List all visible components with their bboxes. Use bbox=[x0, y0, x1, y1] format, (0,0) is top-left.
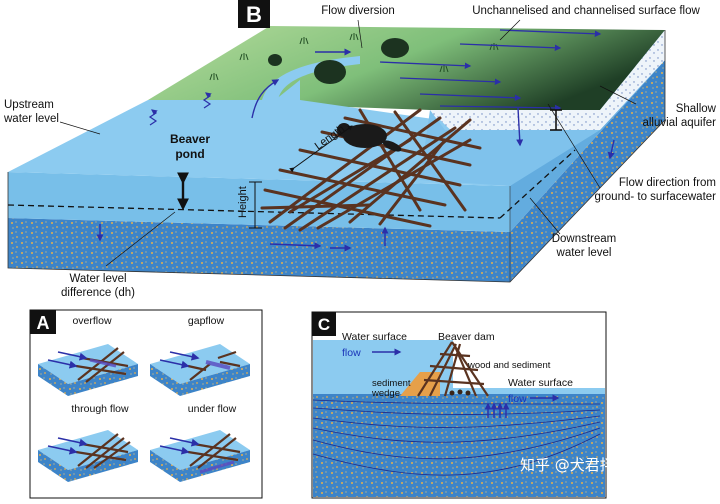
down-flow-arrow bbox=[607, 139, 615, 160]
label-wood-sediment: wood and sediment bbox=[467, 360, 551, 371]
label-sediment: sediment bbox=[372, 378, 411, 389]
label-pond: pond bbox=[175, 147, 204, 161]
label-upstream-1: Upstream bbox=[4, 99, 54, 111]
groundwater-arrow bbox=[269, 242, 322, 250]
mini-block-gapflow bbox=[150, 344, 250, 396]
grass-floodplain bbox=[148, 26, 665, 110]
dam-rocks bbox=[449, 389, 471, 396]
downstream-level-line bbox=[499, 149, 576, 219]
length-arrow bbox=[289, 125, 353, 173]
grass-tuft-icon bbox=[209, 33, 499, 81]
panel-label-b bbox=[238, 0, 270, 28]
label-flow-right: flow bbox=[508, 393, 527, 405]
label-through-flow: through flow bbox=[71, 403, 129, 415]
label-wedge: wedge bbox=[371, 388, 400, 399]
label-water-surface-left: Water surface bbox=[342, 331, 407, 343]
leader-lines bbox=[59, 19, 637, 267]
surface-flow-arrows bbox=[379, 29, 602, 112]
label-upstream-2: water level bbox=[3, 113, 59, 125]
panel-letter-a: A bbox=[37, 313, 50, 333]
mini-block-through-flow bbox=[38, 430, 138, 482]
panel-a: A bbox=[29, 309, 263, 499]
downstream-water-surface bbox=[420, 110, 600, 186]
panel-c-dam-sticks bbox=[417, 341, 489, 397]
label-downstream-1: Downstream bbox=[552, 233, 617, 245]
label-water-level: Water level bbox=[69, 273, 126, 285]
diversion-arrow bbox=[251, 79, 280, 119]
label-surface-flow: Unchannelised and channelised surface fl… bbox=[472, 5, 700, 17]
main-block: B Flow diversion Unchannelised and chann… bbox=[3, 0, 717, 299]
upstream-level-line bbox=[7, 204, 501, 219]
label-under-flow: under flow bbox=[188, 403, 237, 415]
mini-block-under-flow bbox=[150, 430, 250, 482]
label-difference-dh: difference (dh) bbox=[61, 287, 135, 299]
label-overflow: overflow bbox=[72, 315, 112, 327]
beaver-pond-surface bbox=[8, 80, 510, 186]
panel-letter-c: C bbox=[318, 315, 330, 334]
zigzag-flow-icon bbox=[148, 109, 158, 126]
watermark-text: 知乎 @犬君拌汪酱 bbox=[520, 456, 645, 474]
mini-block-overflow bbox=[38, 344, 138, 396]
label-flow-direction-2: ground- to surfacewater bbox=[595, 191, 717, 203]
label-gapflow: gapflow bbox=[188, 315, 225, 327]
label-alluvial-aquifer: alluvial aquifer bbox=[642, 117, 716, 129]
upwelling-arrows bbox=[484, 402, 510, 418]
label-beaver-dam: Beaver dam bbox=[438, 331, 495, 343]
label-water-surface-right: Water surface bbox=[508, 377, 573, 389]
label-flow-direction-1: Flow direction from bbox=[619, 177, 716, 189]
label-downstream-2: water level bbox=[556, 247, 612, 259]
label-beaver: Beaver bbox=[170, 132, 210, 146]
groundwater-flowlines bbox=[312, 399, 601, 476]
label-flow-left: flow bbox=[342, 347, 361, 359]
panel-c: C Water surface Beaver dam flow wood and… bbox=[311, 311, 607, 499]
down-flow-arrow bbox=[516, 107, 524, 147]
bush-icon bbox=[268, 38, 409, 84]
label-shallow: Shallow bbox=[676, 103, 717, 115]
sediment-side bbox=[510, 60, 665, 282]
label-height: Height bbox=[237, 186, 249, 218]
zigzag-flow-icon bbox=[202, 92, 212, 109]
shallow-aquifer bbox=[430, 30, 665, 130]
panel-letter-b: B bbox=[246, 2, 262, 27]
downstream-water bbox=[453, 388, 605, 396]
sediment-bed bbox=[313, 394, 605, 497]
label-flow-diversion: Flow diversion bbox=[321, 5, 395, 17]
